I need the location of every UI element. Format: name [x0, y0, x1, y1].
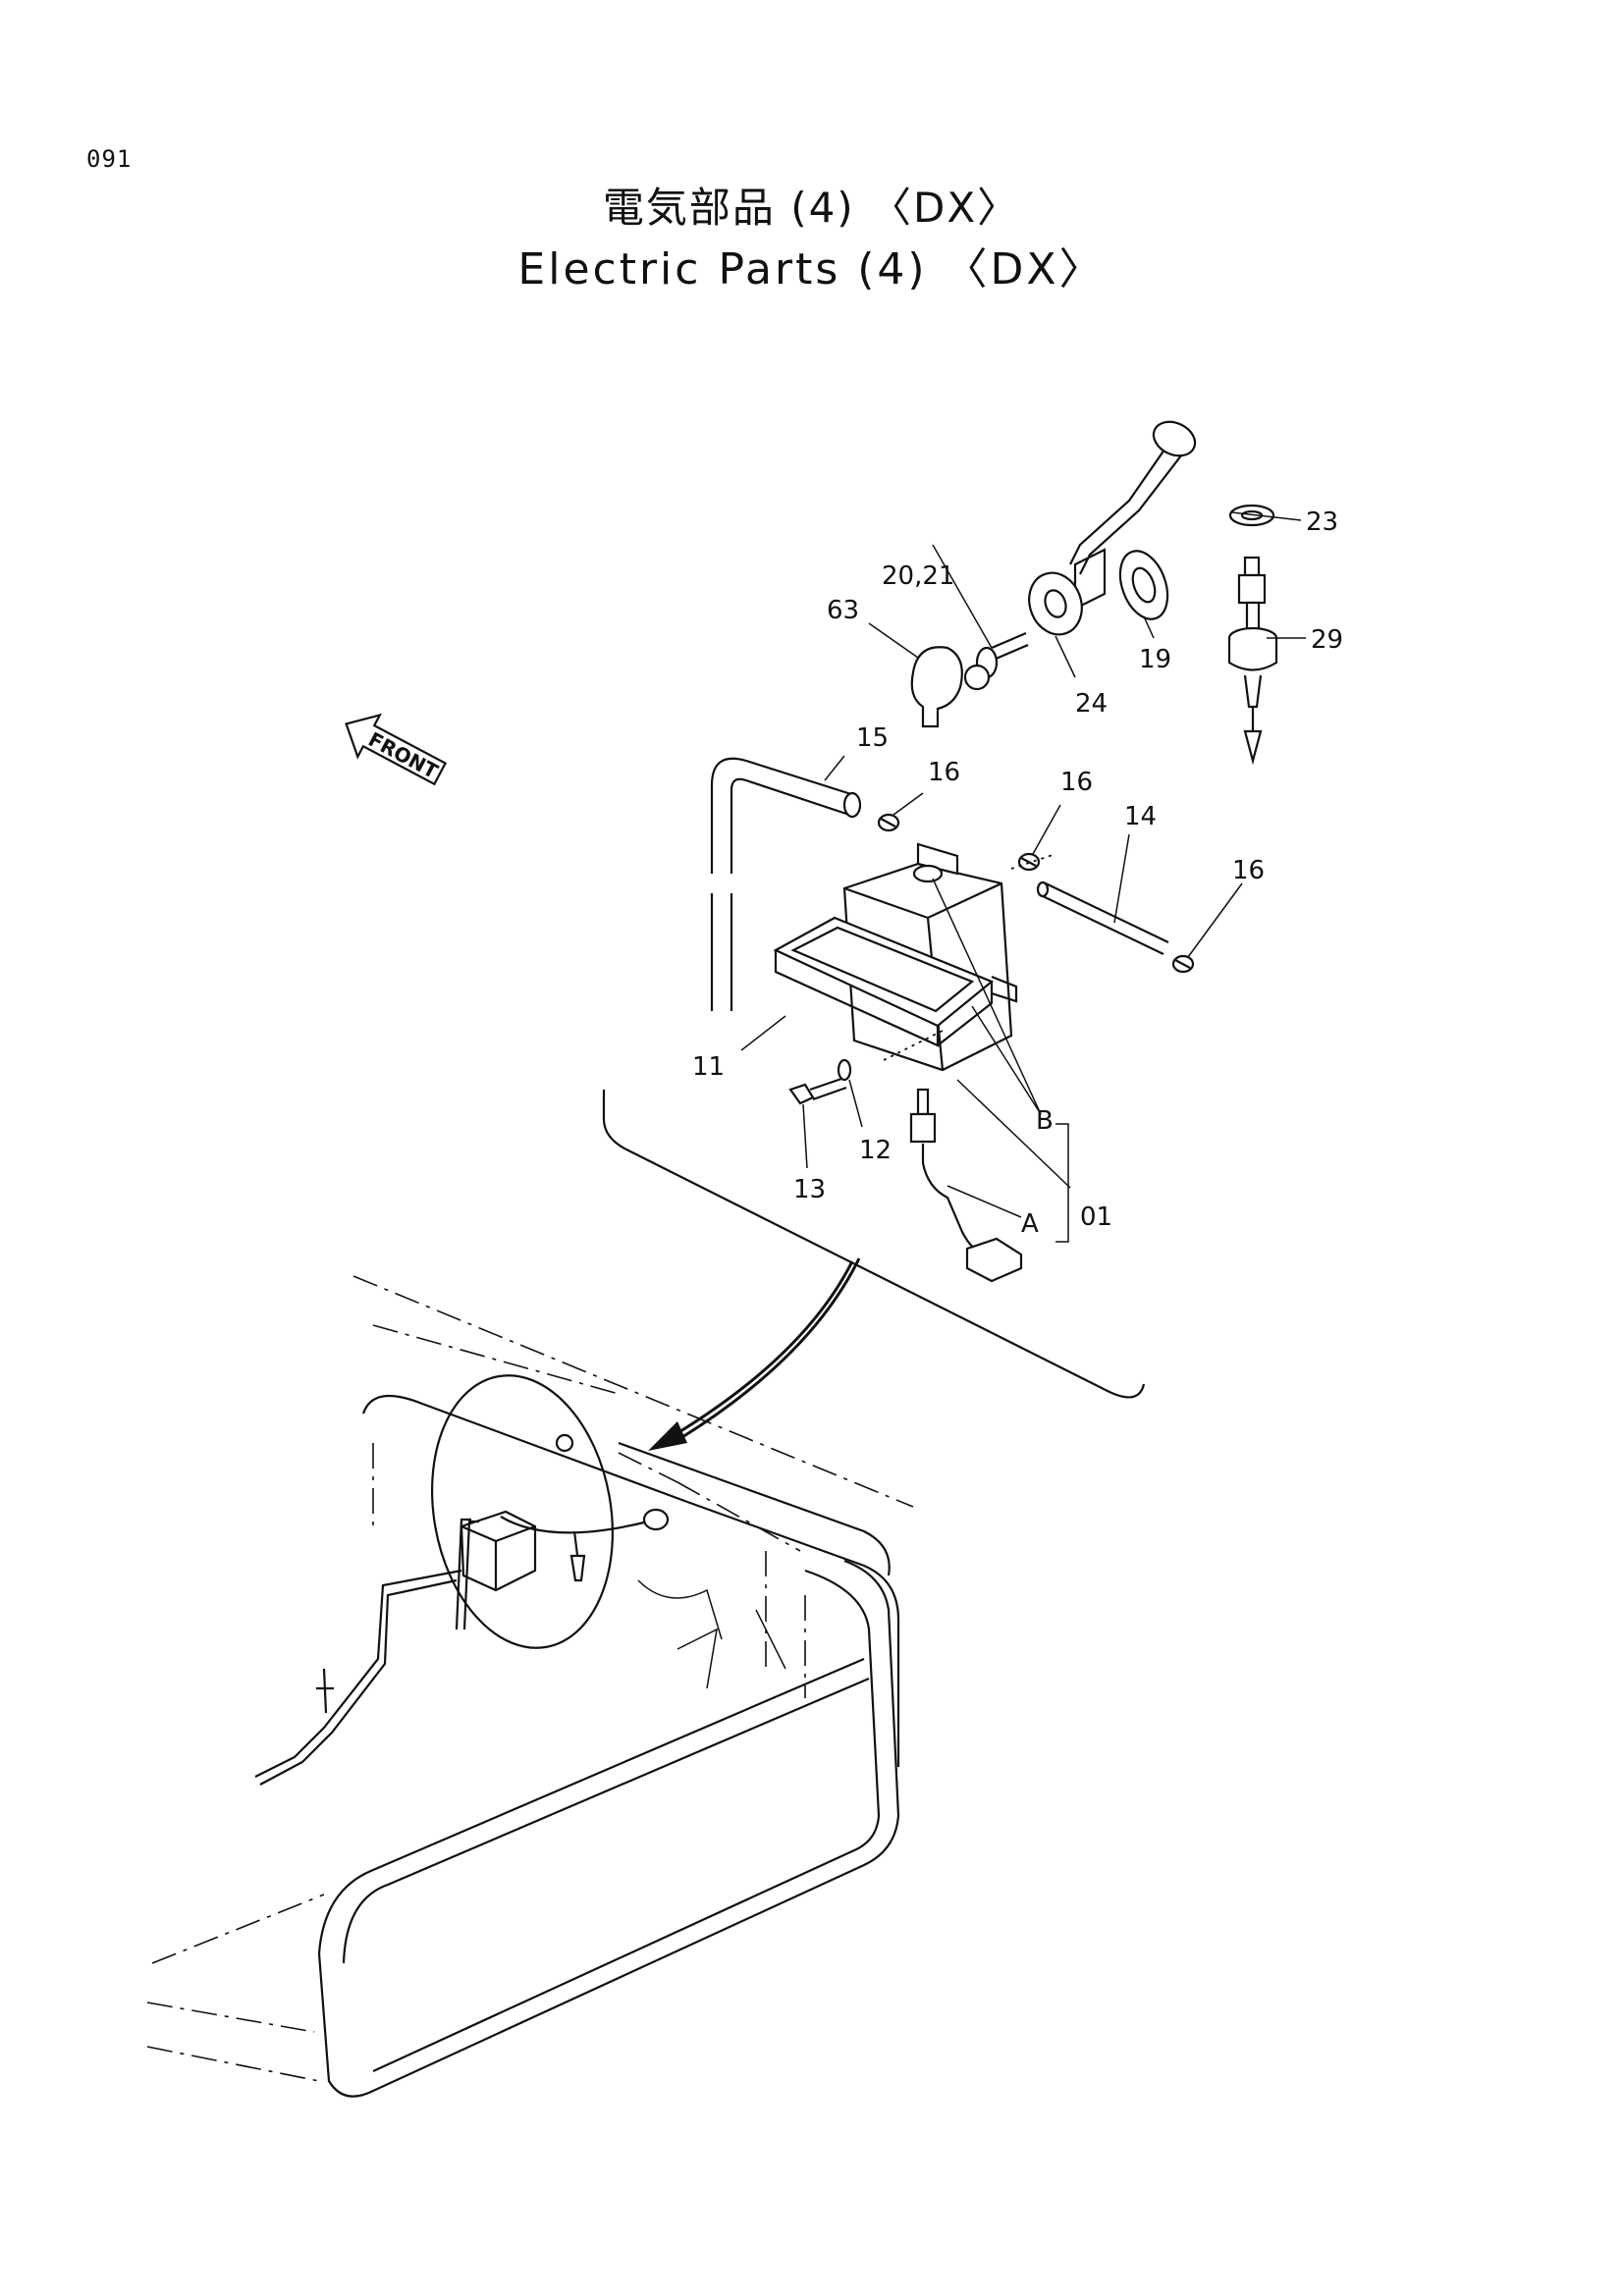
- callout-24: 24: [1075, 689, 1108, 719]
- machine-body: [146, 1275, 914, 2098]
- hose: [710, 757, 862, 1011]
- tank-bracket: [773, 916, 1018, 1047]
- terminal-cap: [910, 646, 963, 728]
- title-japanese: 電気部品 (4) 〈DX〉: [602, 184, 1021, 232]
- sender-screw: [963, 631, 1029, 691]
- callout-12: 12: [859, 1136, 892, 1165]
- title-english: Electric Parts (4) 〈DX〉: [517, 244, 1106, 294]
- callout-11: 11: [692, 1052, 725, 1082]
- level-switch-harness: [909, 1088, 1023, 1283]
- callout-14: 14: [1124, 802, 1157, 831]
- callout-13: 13: [793, 1175, 826, 1204]
- level-sensor: [1227, 556, 1278, 766]
- callout-20-21: 20,21: [882, 561, 954, 591]
- callout-01: 01: [1080, 1202, 1112, 1232]
- tube: [1036, 881, 1169, 955]
- installed-view-inset: [254, 1374, 670, 1786]
- callout-23: 23: [1306, 507, 1338, 537]
- page-number: 091: [86, 145, 133, 173]
- callout-B: B: [1036, 1106, 1054, 1136]
- detail-pointer-arrow: [648, 1257, 861, 1451]
- callout-labels: 23 20,21 63 19 29 24 15 16 16 14 16 11 B…: [692, 507, 1343, 1239]
- leader-lines: [740, 511, 1306, 1243]
- callout-16-left: 16: [928, 758, 960, 787]
- spring-washer: [837, 1058, 852, 1082]
- callout-A: A: [1021, 1209, 1039, 1239]
- hose-clamp: [877, 813, 1195, 974]
- callout-29: 29: [1311, 625, 1343, 655]
- callout-16-right: 16: [1232, 856, 1265, 885]
- detail-frame: [602, 1090, 1146, 1399]
- bolt: [788, 1076, 847, 1105]
- callout-19: 19: [1139, 645, 1171, 674]
- front-arrow: FRONT: [345, 713, 448, 786]
- fuel-level-sender: [1028, 420, 1197, 636]
- callout-16-mid: 16: [1060, 768, 1093, 797]
- callout-63: 63: [827, 596, 859, 625]
- callout-15: 15: [856, 723, 889, 753]
